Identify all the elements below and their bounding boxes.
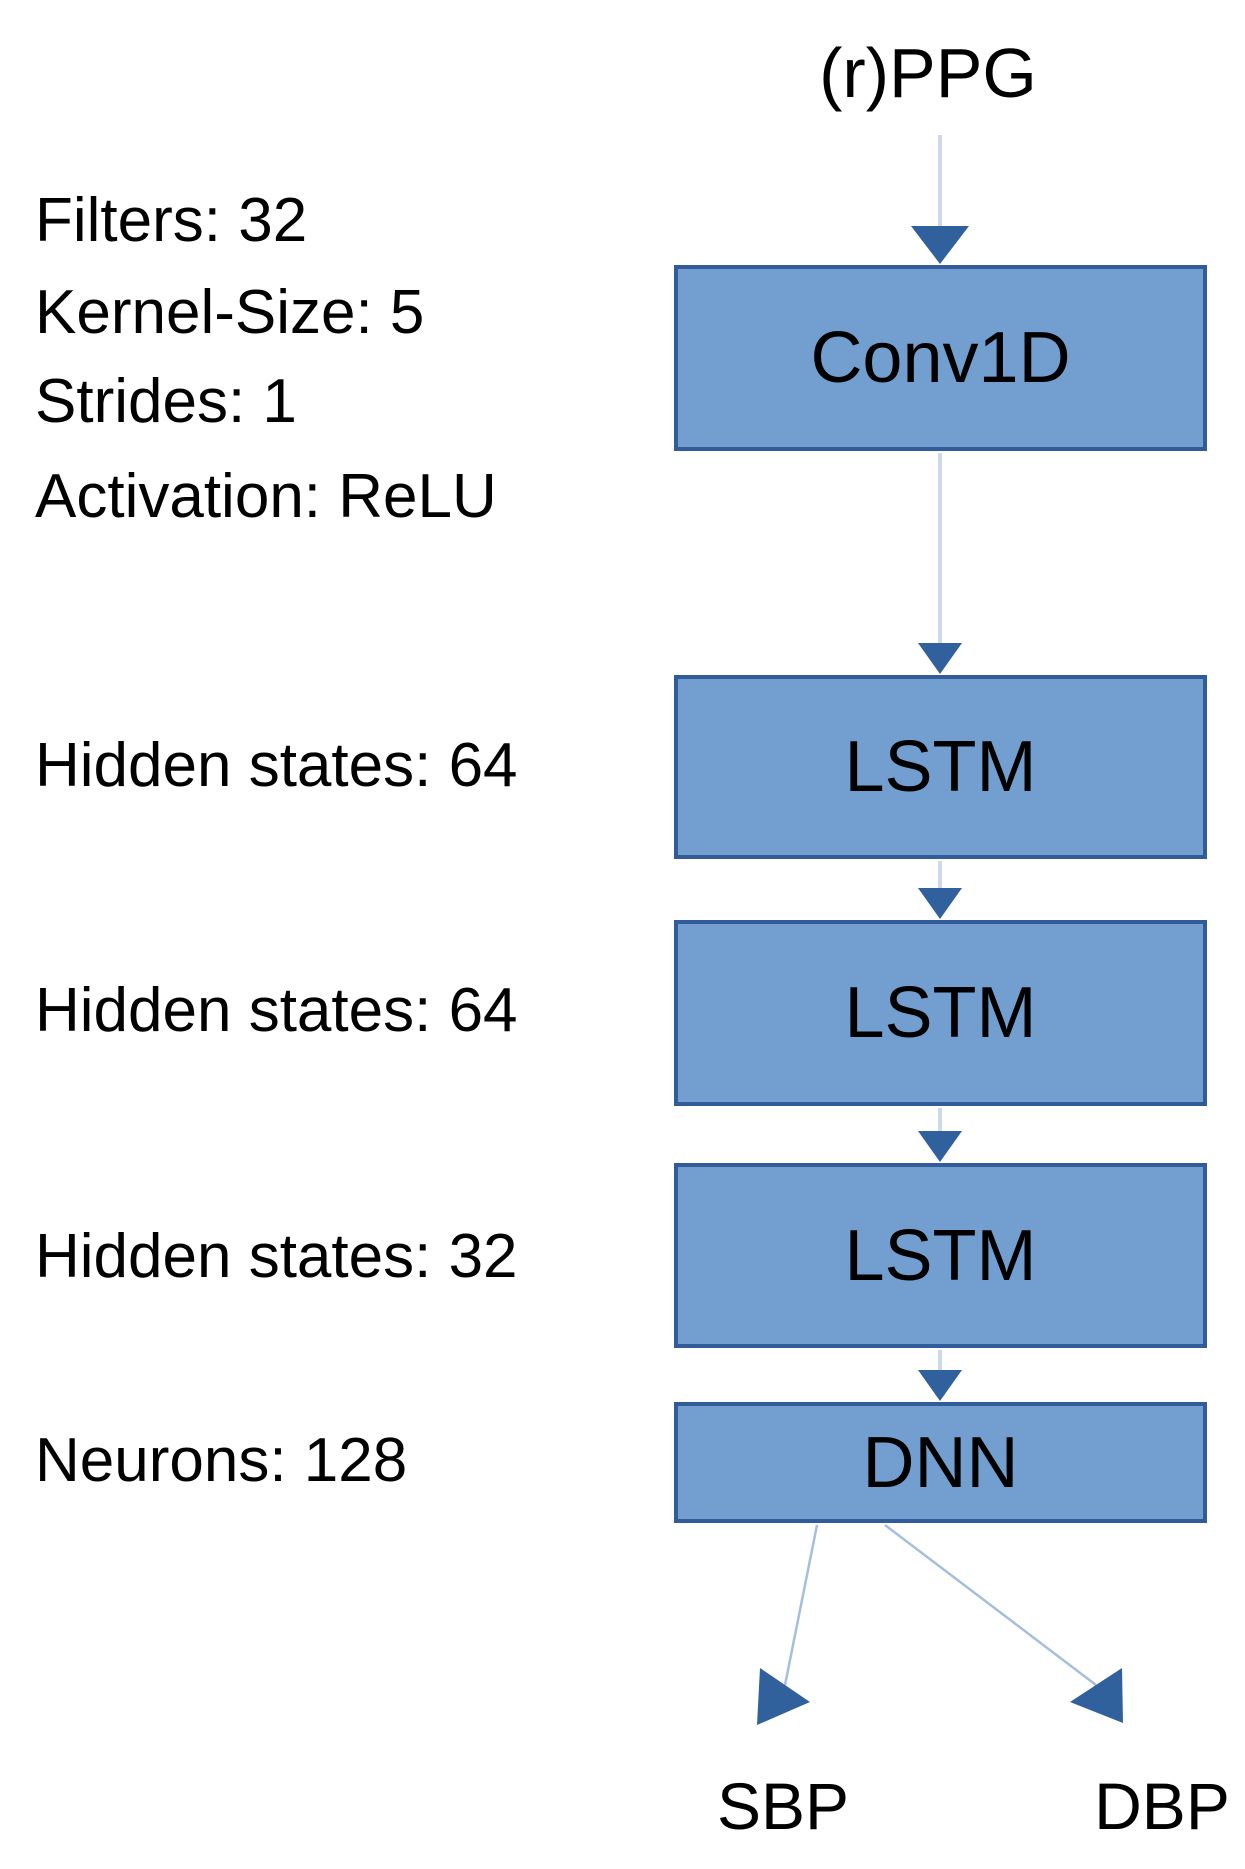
layer-box-lstm3: LSTM [674, 1163, 1207, 1348]
annotation-conv1d-strides: Strides: 1 [35, 367, 297, 436]
layer-box-lstm1: LSTM [674, 675, 1207, 859]
layer-box-lstm2: LSTM [674, 920, 1207, 1106]
layer-box-conv1d: Conv1D [674, 265, 1207, 451]
arrowhead-lstm2-lstm3-icon [918, 1131, 962, 1162]
annotation-conv1d-filters: Filters: 32 [35, 186, 308, 255]
arrowhead-conv1d-lstm1-icon [918, 643, 962, 674]
layer-box-dnn: DNN [674, 1402, 1207, 1523]
arrowhead-dnn-dbp-icon [1070, 1668, 1123, 1723]
annotation-lstm1-hidden-states: Hidden states: 64 [35, 731, 518, 800]
layer-label-lstm3: LSTM [844, 1215, 1037, 1296]
layer-label-lstm1: LSTM [844, 727, 1037, 807]
annotation-conv1d-activation: Activation: ReLU [35, 462, 497, 531]
annotation-conv1d-kernel-size: Kernel-Size: 5 [35, 278, 425, 347]
arrowhead-input-conv1d-icon [911, 226, 969, 264]
arrowhead-lstm3-dnn-icon [918, 1370, 962, 1401]
connector-dnn-dbp [884, 1524, 1097, 1686]
layer-label-dnn: DNN [862, 1422, 1019, 1503]
layer-label-lstm2: LSTM [844, 973, 1037, 1053]
connector-dnn-sbp [783, 1524, 819, 1686]
output-label-dbp: DBP [1094, 1769, 1230, 1843]
layer-label-conv1d: Conv1D [810, 318, 1071, 398]
annotation-lstm3-hidden-states: Hidden states: 32 [35, 1222, 518, 1291]
annotation-lstm2-hidden-states: Hidden states: 64 [35, 976, 518, 1045]
arrowhead-lstm1-lstm2-icon [918, 888, 962, 919]
annotation-dnn-neurons: Neurons: 128 [35, 1426, 408, 1495]
input-signal-label: (r)PPG [819, 34, 1037, 112]
arrowhead-dnn-sbp-icon [757, 1668, 810, 1725]
output-label-sbp: SBP [716, 1769, 850, 1843]
